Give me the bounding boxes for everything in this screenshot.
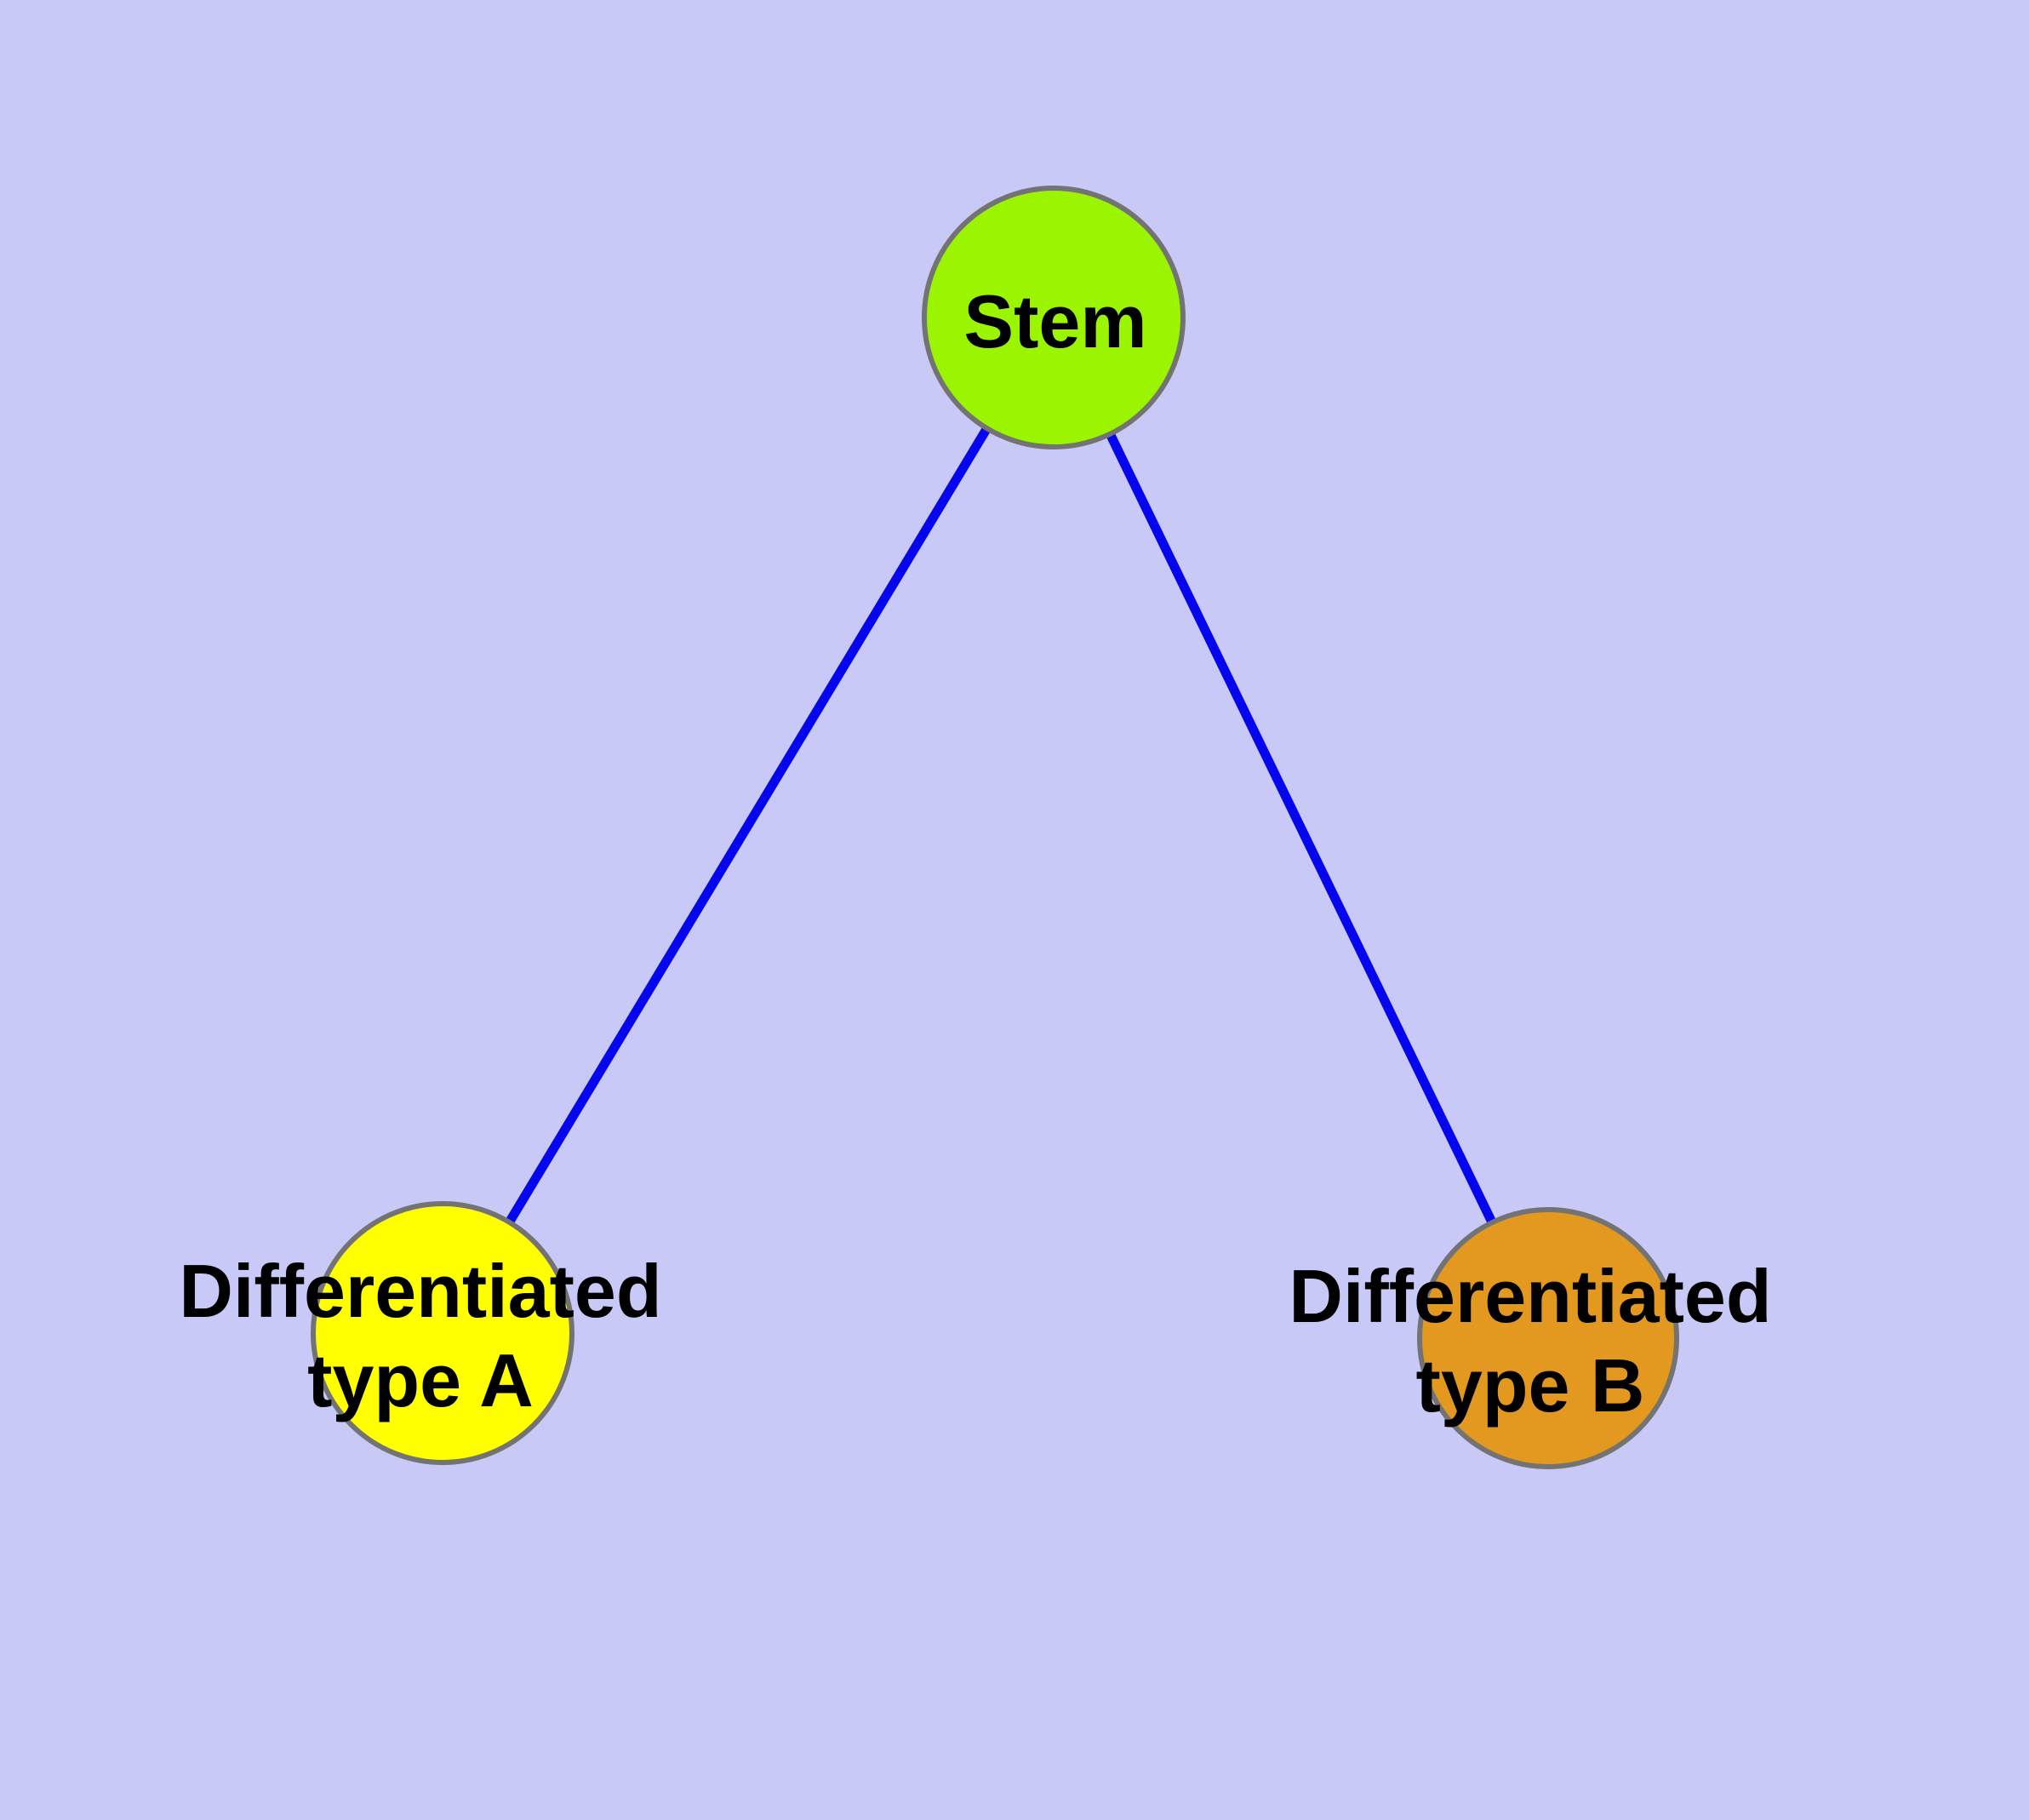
node-differentiated-type-a-label-line2: type A (307, 1338, 534, 1422)
node-differentiated-type-b: Differentiated type B (1289, 1207, 1772, 1469)
edge-stem-to-type-a (438, 315, 1058, 1336)
node-stem-label: Stem (963, 279, 1146, 363)
edge-stem-to-type-b (1049, 315, 1552, 1341)
node-differentiated-type-b-label-line2: type B (1416, 1343, 1645, 1428)
node-differentiated-type-a-label-line1: Differentiated (179, 1249, 661, 1333)
node-stem-circle (922, 186, 1186, 449)
node-differentiated-type-a-circle (311, 1201, 574, 1465)
node-differentiated-type-a: Differentiated type A (179, 1201, 662, 1465)
node-differentiated-type-b-label-line1: Differentiated (1289, 1254, 1771, 1338)
node-stem: Stem (922, 186, 1186, 449)
node-differentiated-type-b-circle (1417, 1207, 1679, 1469)
